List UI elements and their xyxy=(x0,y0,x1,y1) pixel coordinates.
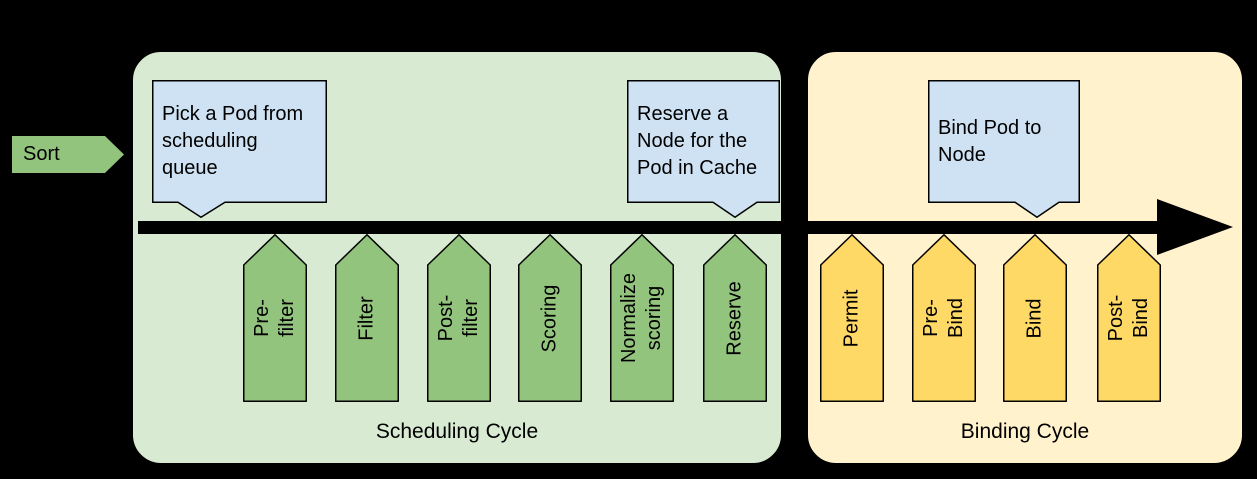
timeline-arrowhead-icon xyxy=(1157,199,1233,255)
stage-label: Pre-filter xyxy=(251,299,298,337)
stage-label: Post-Bind xyxy=(1105,294,1152,342)
binding-cycle-title: Binding Cycle xyxy=(960,420,1090,443)
up-arrow-shape xyxy=(610,234,674,402)
stage-pre-filter: Pre-filter xyxy=(243,234,307,402)
stage-label: Normalize scoring xyxy=(618,272,665,364)
up-arrow-shape xyxy=(518,234,582,402)
callout-bind-pod: Bind Pod to Node xyxy=(928,80,1080,219)
speech-bubble-shape xyxy=(152,80,327,219)
up-arrow-shape xyxy=(912,234,976,402)
callout-reserve-node: Reserve a Node for the Pod in Cache xyxy=(627,80,780,219)
stage-label: Pre-Bind xyxy=(920,297,967,339)
up-arrow-shape xyxy=(427,234,491,402)
stage-filter: Filter xyxy=(335,234,399,402)
stage-label: Filter xyxy=(355,295,378,341)
speech-bubble-shape xyxy=(928,80,1080,219)
speech-bubble-shape xyxy=(627,80,780,219)
stage-label: Scoring xyxy=(538,284,561,352)
stage-scoring: Scoring xyxy=(518,234,582,402)
timeline-arrow-line xyxy=(138,221,1162,234)
sort-label: Sort xyxy=(23,143,60,165)
stage-reserve: Reserve xyxy=(703,234,767,402)
stage-post-filter: Post-filter xyxy=(427,234,491,402)
stage-bind: Bind xyxy=(1003,234,1067,402)
scheduling-cycle-title: Scheduling Cycle xyxy=(375,420,539,443)
up-arrow-shape xyxy=(243,234,307,402)
callout-text: Reserve a Node for the Pod in Cache xyxy=(637,103,758,179)
stage-pre-bind: Pre-Bind xyxy=(912,234,976,402)
stage-post-bind: Post-Bind xyxy=(1097,234,1161,402)
sort-stage-arrow: Sort xyxy=(12,136,124,173)
stage-label: Post-filter xyxy=(435,294,482,342)
up-arrow-shape xyxy=(1097,234,1161,402)
up-arrow-shape xyxy=(335,234,399,402)
up-arrow-shape xyxy=(1003,234,1067,402)
callout-pick-pod: Pick a Pod from scheduling queue xyxy=(152,80,327,219)
up-arrow-shape xyxy=(820,234,884,402)
up-arrow-shape xyxy=(703,234,767,402)
stage-label: Bind xyxy=(1023,297,1046,339)
stage-permit: Permit xyxy=(820,234,884,402)
stage-normalize-scoring: Normalize scoring xyxy=(610,234,674,402)
stage-label: Permit xyxy=(840,289,863,347)
callout-text: Bind Pod to Node xyxy=(938,116,1042,166)
callout-text: Pick a Pod from scheduling queue xyxy=(162,103,304,179)
stage-label: Reserve xyxy=(723,280,746,356)
